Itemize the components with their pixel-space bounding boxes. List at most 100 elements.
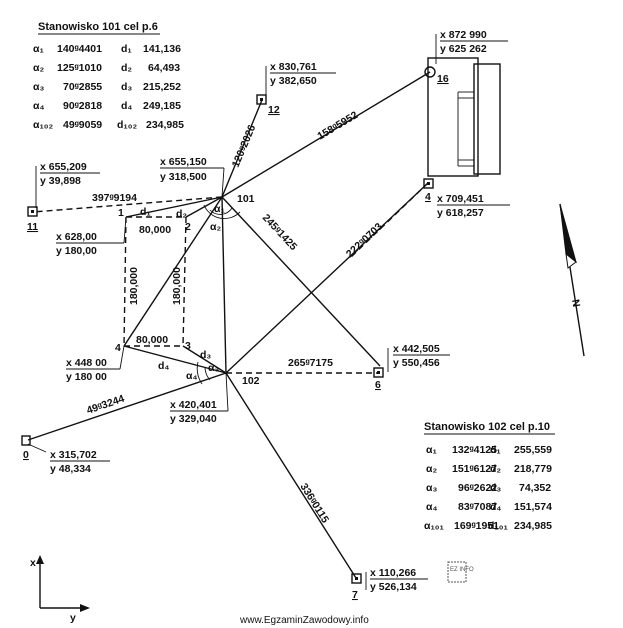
- table-101-rows: α₁ 140ᵍ4401 d₁ 141,136 α₂ 125ᵍ1010 d₂ 64…: [33, 43, 184, 131]
- marker-6: [373, 367, 384, 378]
- p4-leader: [119, 345, 125, 370]
- table-102-title: Stanowisko 102 cel p.10: [424, 421, 550, 433]
- t101-d5: d₁₀₂: [117, 119, 137, 131]
- bearing-102-4: 222ᵍ0703: [344, 221, 385, 261]
- table-102-rows: α₁ 132ᵍ4125 d₁ 255,559 α₂ 151ᵍ6127 d₂ 21…: [424, 444, 552, 532]
- t101-d4: d₄: [121, 100, 132, 112]
- label-d4: d₄: [158, 360, 169, 372]
- dist-left: 180,000: [128, 267, 140, 305]
- point-markers: [21, 66, 436, 584]
- line-102-4t: [225, 182, 429, 374]
- x-axis-arrow-icon: [36, 555, 44, 564]
- bearing-101-12: 120ᵍ2026: [230, 123, 259, 169]
- p101-y: y 318,500: [160, 171, 207, 183]
- t101-d3: d₃: [121, 81, 132, 93]
- t102-av3: 96ᵍ2622: [458, 482, 497, 494]
- p101-x: x 655,150: [160, 156, 207, 168]
- point-labels: x 872 990 y 625 262 1 6 x 830,761 y 382,6…: [23, 29, 510, 601]
- t101-av1: 140ᵍ4401: [57, 43, 102, 55]
- t102-dv2: 218,779: [514, 463, 552, 475]
- t102-d4: d₄: [490, 501, 501, 513]
- p7-x: x 110,266: [370, 567, 416, 579]
- p7-y: y 526,134: [370, 581, 417, 593]
- footer-url: www.EgzaminZawodowy.info: [239, 615, 369, 626]
- p16-x: x 872 990: [440, 29, 487, 41]
- building-main: [427, 57, 479, 177]
- bearing-101-16: 158ᵍ5952: [315, 109, 360, 143]
- dist-bottom: 80,000: [136, 334, 168, 346]
- line-101-2: [185, 196, 223, 218]
- t101-dv5: 234,985: [146, 119, 184, 131]
- marker-4t: [423, 178, 434, 189]
- arc-101-a1: [203, 204, 241, 220]
- arc-101-a2: [209, 207, 233, 215]
- dist-top: 80,000: [139, 224, 171, 236]
- t101-a1: α₁: [33, 43, 44, 55]
- t102-av5: 169ᵍ1951: [454, 520, 499, 532]
- p102-name: 102: [242, 375, 260, 387]
- t102-a2: α₂: [426, 463, 437, 475]
- p10-name: 0: [23, 449, 29, 461]
- p10-y: y 48,334: [50, 463, 91, 475]
- p7-name: 7: [352, 589, 358, 601]
- p4t-y: y 618,257: [437, 207, 484, 219]
- t101-a2: α₂: [33, 62, 44, 74]
- p11-name: 11: [27, 221, 38, 233]
- p2-name: 2: [185, 221, 191, 233]
- line-101-11: [32, 196, 223, 213]
- p101-leader: [221, 167, 225, 198]
- p1-x: x 628,00: [56, 231, 97, 243]
- t101-a3: α₃: [33, 81, 44, 93]
- bearing-102-6: 265ᵍ7175: [288, 357, 333, 369]
- t101-a5: α₁₀₂: [33, 119, 54, 131]
- label-d2: d₂: [176, 208, 187, 220]
- t102-av4: 83ᵍ7087: [458, 501, 497, 513]
- label-a2: α₂: [210, 221, 221, 233]
- t102-d1: d₁: [490, 444, 501, 456]
- t102-a1: α₁: [426, 444, 437, 456]
- p16-y: y 625 262: [440, 43, 487, 55]
- p6-name: 6: [375, 379, 381, 391]
- t102-dv1: 255,559: [514, 444, 552, 456]
- t101-d1: d₁: [121, 43, 132, 55]
- bearing-labels: 120ᵍ2026 158ᵍ5952 397ᵍ9194 245ᵍ1425 222ᵍ…: [85, 109, 385, 525]
- marker-7: [351, 573, 362, 584]
- p1-y: y 180,00: [56, 245, 97, 257]
- t102-d2: d₂: [490, 463, 501, 475]
- label-a4: α₄: [186, 370, 197, 382]
- t101-av4: 90ᵍ2818: [63, 100, 102, 112]
- t102-av1: 132ᵍ4125: [452, 444, 497, 456]
- marker-16: [424, 66, 436, 78]
- t101-av2: 125ᵍ1010: [57, 62, 102, 74]
- p6-x: x 442,505: [393, 343, 440, 355]
- t102-dv4: 151,574: [514, 501, 552, 513]
- line-101-12: [221, 99, 263, 198]
- y-axis-label: y: [70, 612, 76, 624]
- y-axis-arrow-icon: [80, 604, 90, 612]
- rect-right: [182, 216, 187, 347]
- p102-x: x 420,401: [170, 399, 217, 411]
- table-101-title: Stanowisko 101 cel p.6: [38, 21, 158, 33]
- t102-a5: α₁₀₁: [424, 520, 444, 532]
- p4t-x: x 709,451: [437, 193, 484, 205]
- p10-x: x 315,702: [50, 449, 97, 461]
- p101-name: 101: [237, 193, 255, 205]
- p102-leader: [225, 372, 229, 412]
- p12-x: x 830,761: [270, 61, 317, 73]
- table-stanowisko-101: Stanowisko 101 cel p.6 α₁ 140ᵍ4401 d₁ 14…: [33, 21, 184, 131]
- survey-lines: [27, 71, 431, 579]
- p12-y: y 382,650: [270, 75, 317, 87]
- building-annex: [473, 63, 501, 175]
- t102-av2: 151ᵍ6127: [452, 463, 497, 475]
- table-stanowisko-102: Stanowisko 102 cel p.10 α₁ 132ᵍ4125 d₁ 2…: [424, 421, 555, 532]
- t101-dv2: 64,493: [148, 62, 180, 74]
- p4-x: x 448 00: [66, 357, 107, 369]
- label-a1: α₁: [214, 203, 225, 215]
- p1-name: 1: [118, 207, 124, 219]
- line-102-10: [27, 372, 227, 441]
- angle-arcs: [196, 204, 241, 385]
- label-d3: d₃: [200, 349, 211, 361]
- t101-d2: d₂: [121, 62, 132, 74]
- line-101-16: [221, 71, 431, 198]
